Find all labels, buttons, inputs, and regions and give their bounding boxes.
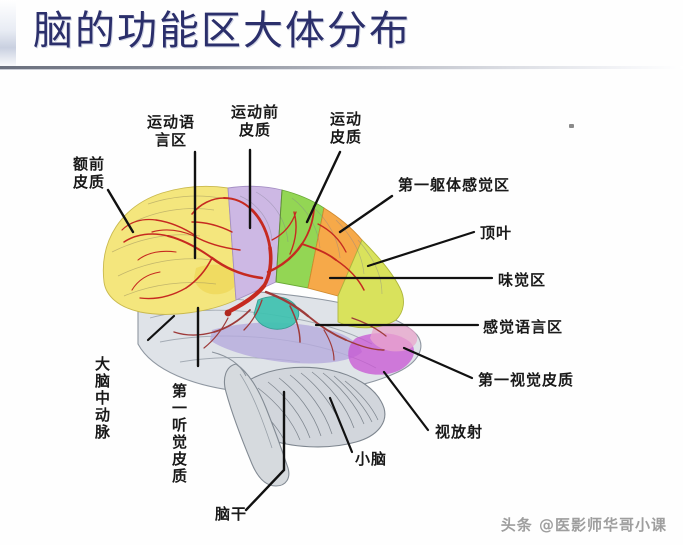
leader-parietal xyxy=(366,230,476,268)
label-middle-cerebral-artery: 大脑中动脉 xyxy=(93,356,111,441)
label-primary-visual-cortex: 第一视觉皮质 xyxy=(478,371,575,389)
watermark-text: 头条 @医影师华哥小课 xyxy=(500,516,667,534)
sensory-speech-pink xyxy=(370,323,418,352)
temporal-auditory-band xyxy=(210,322,362,364)
page-title: 脑的功能区大体分布 xyxy=(33,8,411,54)
motor-speech-region xyxy=(194,264,238,295)
label-prefrontal-cortex: 额前 皮质 xyxy=(72,155,105,191)
leader-optic-radiation xyxy=(382,370,430,432)
premotor-region xyxy=(227,185,283,301)
label-brainstem: 脑干 xyxy=(215,505,248,523)
label-premotor-cortex: 运动前 皮质 xyxy=(230,103,279,139)
label-motor-cortex: 运动 皮质 xyxy=(329,110,362,146)
title-divider xyxy=(0,66,683,69)
label-optic-radiation: 视放射 xyxy=(435,423,484,441)
image-artifact-speck xyxy=(569,124,574,128)
label-primary-auditory-cortex: 第一听觉皮质 xyxy=(170,383,188,485)
label-gustatory-area: 味觉区 xyxy=(498,271,547,289)
label-cerebellum: 小脑 xyxy=(355,450,388,468)
label-parietal-lobe: 顶叶 xyxy=(480,224,513,242)
label-motor-speech-area: 运动语 言区 xyxy=(146,113,195,149)
title-divider-highlight xyxy=(0,69,560,70)
label-primary-somatosensory-area: 第一躯体感觉区 xyxy=(398,176,511,194)
label-sensory-speech-area: 感觉语言区 xyxy=(483,318,564,336)
title-accent-band xyxy=(0,0,16,68)
